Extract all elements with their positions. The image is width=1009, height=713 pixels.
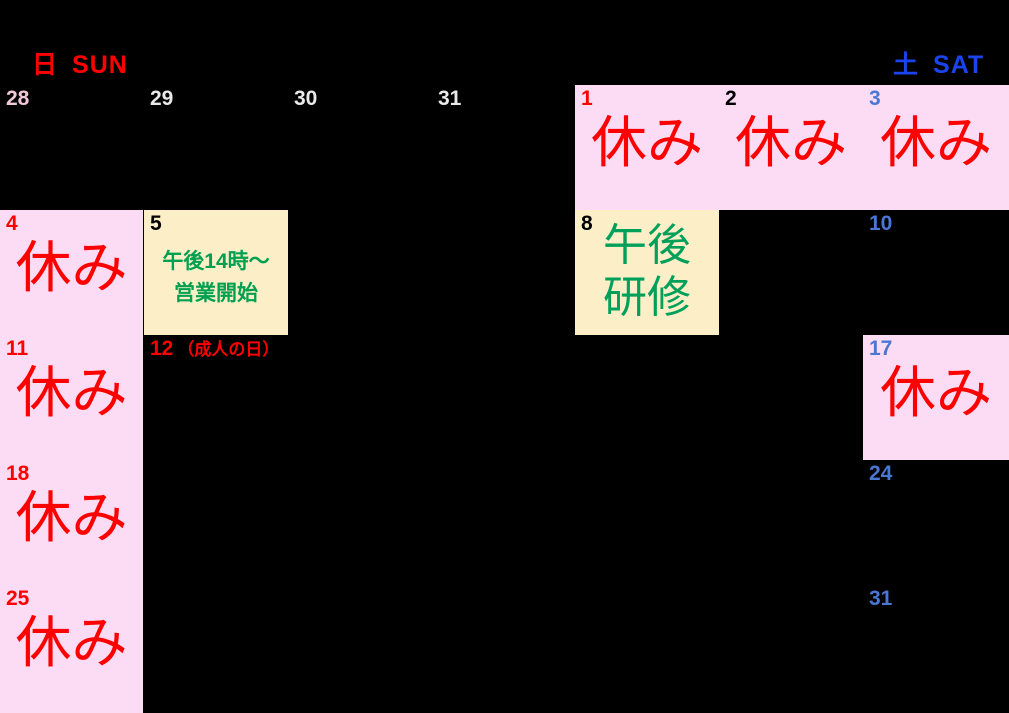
weekday-header-saturday-jp: 土 xyxy=(893,51,920,79)
cell-note: 休み xyxy=(735,111,847,176)
cell-note: 午後14時〜 営業開始 xyxy=(162,250,270,305)
day-number: 1 xyxy=(581,87,593,110)
day-number: 11 xyxy=(6,337,29,360)
calendar-cell-15[interactable] xyxy=(575,335,719,460)
calendar-cell-12[interactable]: 12（成人の日） xyxy=(144,335,288,460)
calendar-cell-31[interactable]: 31 xyxy=(432,85,575,210)
cell-note: 休み xyxy=(880,111,992,176)
day-number: 12（成人の日） xyxy=(150,337,280,360)
calendar-cell-13[interactable] xyxy=(288,335,432,460)
weekday-header-saturday-en: SAT xyxy=(933,51,985,79)
day-number: 31 xyxy=(438,87,462,110)
cell-note: 休み xyxy=(15,236,128,301)
day-number: 10 xyxy=(869,212,893,235)
cell-note: 休み xyxy=(15,486,128,551)
day-number: 29 xyxy=(150,87,174,110)
day-number: 8 xyxy=(581,212,593,235)
day-number: 2 xyxy=(725,87,737,110)
day-number: 31 xyxy=(869,587,893,610)
calendar-cell-29[interactable] xyxy=(575,585,719,713)
calendar-cell-8[interactable]: 8 午後 研修 xyxy=(575,210,719,335)
weekday-header-sunday-en: SUN xyxy=(72,51,128,79)
weekday-header-sunday-jp: 日 xyxy=(32,51,59,79)
day-number: 28 xyxy=(6,87,30,110)
holiday-name: （成人の日） xyxy=(177,340,280,359)
day-number: 17 xyxy=(869,337,893,360)
calendar-cell-28[interactable] xyxy=(432,585,575,713)
day-number: 25 xyxy=(6,587,30,610)
calendar-cell-29[interactable]: 29 xyxy=(144,85,288,210)
calendar-cell-9[interactable] xyxy=(719,210,863,335)
weekday-header-saturday: 土 SAT xyxy=(893,48,984,82)
calendar-cell-24[interactable]: 24 xyxy=(863,460,1009,585)
calendar-cell-21[interactable] xyxy=(432,460,575,585)
cell-note: 午後 研修 xyxy=(603,220,691,323)
cell-note: 休み xyxy=(15,361,128,426)
calendar-cell-27[interactable] xyxy=(288,585,432,713)
calendar-cell-30[interactable] xyxy=(719,585,863,713)
day-number: 24 xyxy=(869,462,893,485)
day-number: 30 xyxy=(294,87,318,110)
day-number: 5 xyxy=(150,212,162,235)
calendar-cell-31[interactable]: 31 xyxy=(863,585,1009,713)
day-number: 4 xyxy=(6,212,18,235)
day-number: 18 xyxy=(6,462,30,485)
calendar-cell-26[interactable] xyxy=(144,585,288,713)
cell-note: 休み xyxy=(591,111,703,176)
calendar-cell-6[interactable] xyxy=(288,210,432,335)
calendar-cell-23[interactable] xyxy=(719,460,863,585)
cell-note: 休み xyxy=(880,361,992,426)
calendar-cell-22[interactable] xyxy=(575,460,719,585)
calendar-cell-19[interactable] xyxy=(144,460,288,585)
calendar-cell-20[interactable] xyxy=(288,460,432,585)
cell-note: 休み xyxy=(15,611,128,676)
calendar-cell-7[interactable] xyxy=(432,210,575,335)
calendar-cell-14[interactable] xyxy=(432,335,575,460)
calendar-cell-10[interactable]: 10 xyxy=(863,210,1009,335)
calendar-cell-28[interactable]: 28 xyxy=(0,85,143,210)
day-number: 3 xyxy=(869,87,881,110)
calendar-cell-16[interactable] xyxy=(719,335,863,460)
weekday-header-sunday: 日 SUN xyxy=(32,48,128,82)
calendar-cell-30[interactable]: 30 xyxy=(288,85,432,210)
